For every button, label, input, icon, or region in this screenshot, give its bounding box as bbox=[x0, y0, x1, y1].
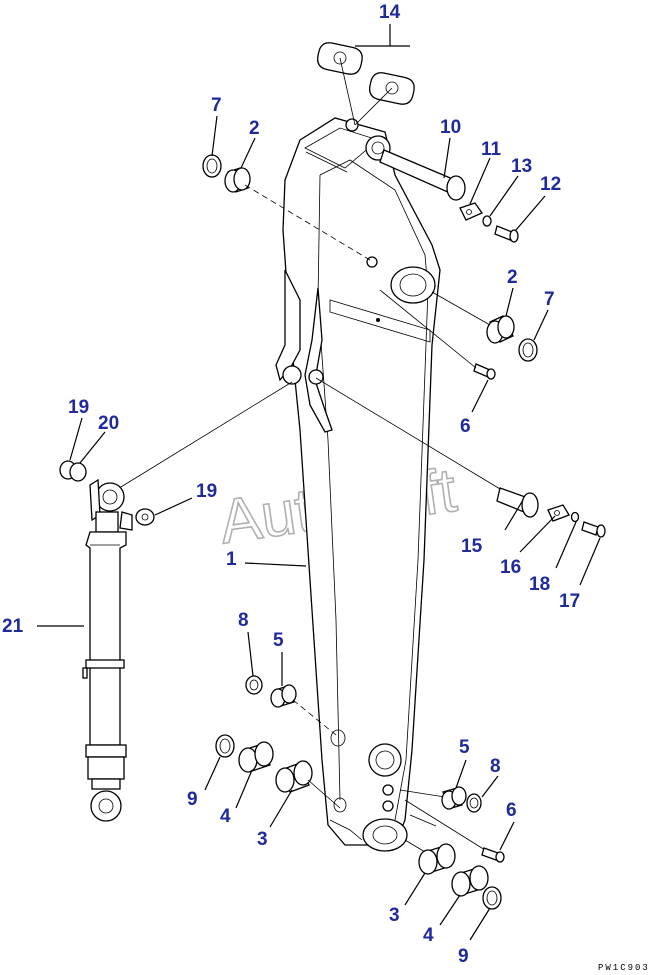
callout-10: 10 bbox=[440, 117, 461, 138]
bushing-4-right bbox=[451, 865, 489, 897]
bushing-4-left bbox=[238, 741, 274, 773]
boom-body bbox=[282, 117, 441, 846]
callout-7-right: 7 bbox=[544, 289, 555, 310]
shim-19-lower bbox=[135, 508, 155, 526]
callout-5-right: 5 bbox=[459, 737, 470, 758]
boom-foot-boss bbox=[362, 818, 408, 852]
fitting-6-lower bbox=[481, 847, 505, 863]
callout-9-left: 9 bbox=[187, 789, 198, 810]
bolt-17 bbox=[581, 521, 606, 538]
hydraulic-cylinder-21 bbox=[82, 478, 133, 822]
callout-14: 14 bbox=[379, 2, 401, 23]
bushing-2-upper bbox=[224, 167, 251, 193]
callout-8-right: 8 bbox=[490, 756, 501, 777]
fitting-6-upper bbox=[473, 363, 496, 380]
washer-13 bbox=[482, 215, 492, 227]
callout-19-lower: 19 bbox=[196, 481, 217, 502]
callout-4-right: 4 bbox=[423, 925, 434, 946]
callout-1: 1 bbox=[226, 549, 237, 570]
washer-18 bbox=[570, 511, 580, 523]
callout-15: 15 bbox=[461, 536, 483, 557]
callout-11: 11 bbox=[481, 139, 502, 160]
bushing-2-right bbox=[486, 315, 515, 344]
callout-4-left: 4 bbox=[220, 806, 231, 827]
plate-11 bbox=[459, 202, 483, 221]
bushing-5-right bbox=[441, 786, 467, 810]
callout-7-upper: 7 bbox=[211, 95, 222, 116]
seal-7-right bbox=[518, 338, 538, 362]
boom-assembly bbox=[275, 117, 441, 852]
callout-6-lower: 6 bbox=[506, 800, 517, 821]
callout-18: 18 bbox=[529, 574, 550, 595]
callout-12: 12 bbox=[540, 174, 561, 195]
shim-19-20-stack bbox=[59, 460, 87, 482]
callout-3-right: 3 bbox=[389, 905, 400, 926]
callout-3-left: 3 bbox=[257, 829, 268, 850]
bushing-3-left bbox=[275, 760, 313, 793]
callout-17: 17 bbox=[559, 591, 580, 612]
callout-2-right: 2 bbox=[507, 267, 518, 288]
upper-bushing-boss bbox=[390, 266, 436, 304]
seal-8-right bbox=[466, 793, 482, 813]
bushing-5-left bbox=[270, 684, 297, 708]
seal-7-upper bbox=[202, 154, 222, 178]
callout-8-left: 8 bbox=[238, 610, 249, 631]
bolt-12 bbox=[494, 225, 519, 243]
callout-16: 16 bbox=[500, 557, 521, 578]
plate-16 bbox=[547, 504, 570, 522]
callout-20: 20 bbox=[98, 413, 119, 434]
bushing-3-right bbox=[418, 843, 456, 875]
leader-lines bbox=[37, 24, 601, 941]
callout-13: 13 bbox=[511, 156, 532, 177]
callout-5-left: 5 bbox=[273, 630, 284, 651]
callout-2-upper: 2 bbox=[249, 118, 260, 139]
callout-9-right: 9 bbox=[458, 946, 469, 967]
callout-6-upper: 6 bbox=[460, 416, 471, 437]
seal-9-left bbox=[215, 734, 235, 758]
lower-bushing-boss bbox=[368, 743, 402, 777]
shim-14 bbox=[317, 42, 415, 126]
seal-8-left bbox=[245, 675, 263, 695]
drawing-code: PW1C903 bbox=[598, 963, 650, 973]
callout-21: 21 bbox=[2, 616, 24, 637]
callout-19-upper: 19 bbox=[68, 397, 89, 418]
seal-9-right bbox=[482, 886, 502, 910]
pin-10 bbox=[379, 149, 466, 201]
pin-15 bbox=[496, 487, 539, 518]
